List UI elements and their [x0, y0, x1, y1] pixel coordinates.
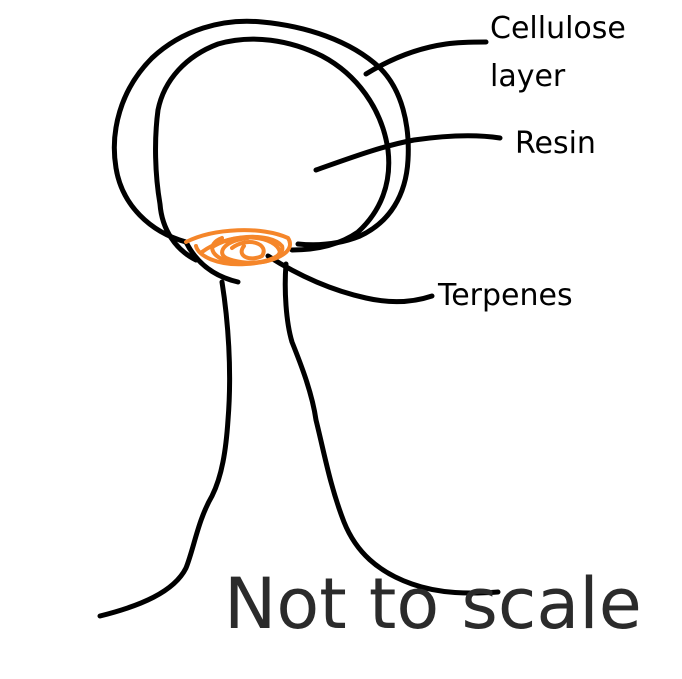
- cellulose-leader-line: [363, 39, 489, 77]
- head-base-left: [183, 239, 241, 285]
- resin-leader-line: [313, 133, 503, 173]
- stalk-left-edge: [97, 279, 233, 619]
- terpenes-scribble: [184, 228, 292, 267]
- terpenes-label: Terpenes: [438, 278, 573, 313]
- not-to-scale-note: Not to scale: [224, 563, 642, 645]
- cellulose-layer-label: Cellulose layer: [490, 5, 626, 101]
- resin-label: Resin: [515, 126, 596, 161]
- terpenes-leader-line: [265, 253, 435, 305]
- cellulose-label-line2: layer: [490, 59, 566, 94]
- inner-head-outline: [153, 36, 392, 263]
- cellulose-label-line1: Cellulose: [490, 11, 626, 46]
- stalk-right-edge: [282, 261, 501, 596]
- outer-head-outline: [111, 18, 411, 248]
